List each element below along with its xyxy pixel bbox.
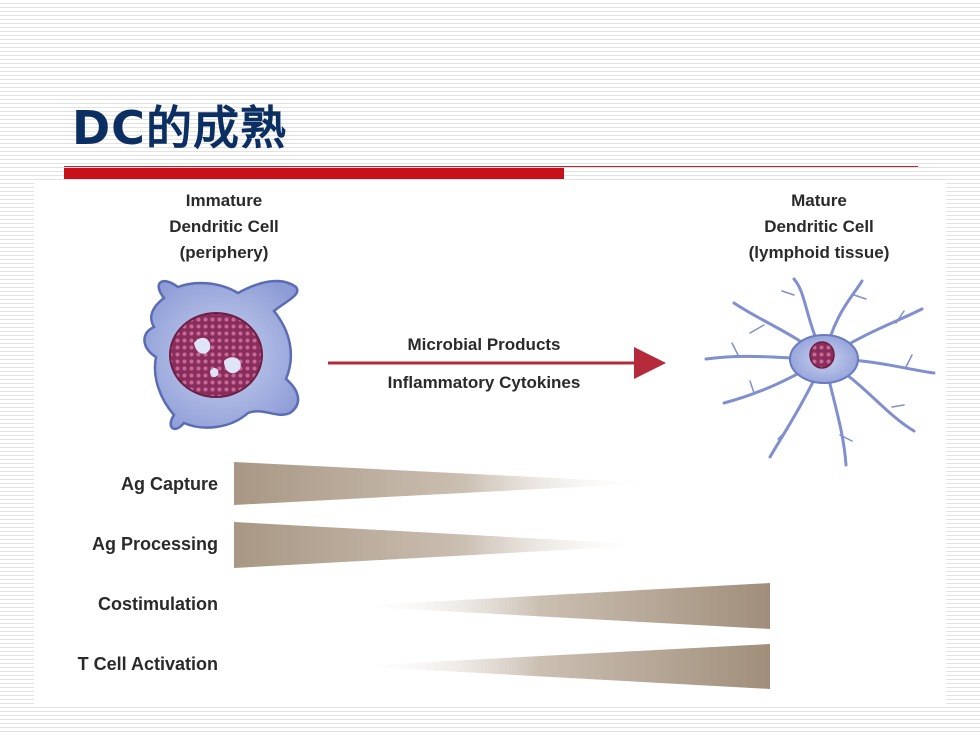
function-label-costimulation: Costimulation bbox=[98, 594, 218, 614]
mature-cell-label-line2: Dendritic Cell bbox=[764, 217, 874, 236]
immature-cell-label-line3: (periphery) bbox=[179, 243, 269, 262]
mature-dendritic-cell-image bbox=[704, 277, 936, 467]
figure-graphics bbox=[143, 277, 936, 689]
function-label-t-cell-activation: T Cell Activation bbox=[77, 654, 218, 674]
immature-dendritic-cell-image bbox=[143, 279, 300, 431]
mature-cell-label-line3: (lymphoid tissue) bbox=[748, 243, 890, 262]
immature-cell-label-line2: Dendritic Cell bbox=[169, 217, 279, 236]
title-divider-thin bbox=[64, 166, 918, 167]
slide-title: DC的成熟 bbox=[72, 101, 287, 155]
stimulus-label-cytokines: Inflammatory Cytokines bbox=[387, 373, 581, 392]
function-label-ag-capture: Ag Capture bbox=[120, 474, 218, 494]
ag-capture-wedge bbox=[234, 462, 654, 505]
mature-cell-label-line1: Mature bbox=[791, 191, 847, 210]
immature-cell-label-line1: Immature bbox=[185, 191, 263, 210]
function-label-ag-processing: Ag Processing bbox=[91, 534, 218, 554]
maturation-arrow bbox=[328, 347, 666, 379]
costimulation-wedge bbox=[352, 583, 770, 629]
mature-cell-label: Mature Dendritic Cell (lymphoid tissue) bbox=[714, 188, 924, 266]
immature-cell-label: Immature Dendritic Cell (periphery) bbox=[134, 188, 314, 266]
title-divider-thick bbox=[64, 168, 564, 179]
stimulus-label-microbial: Microbial Products bbox=[407, 335, 561, 354]
ag-processing-wedge bbox=[234, 522, 654, 568]
dc-maturation-figure: Immature Dendritic Cell (periphery) Matu… bbox=[34, 183, 946, 705]
t-cell-activation-wedge bbox=[352, 644, 770, 689]
